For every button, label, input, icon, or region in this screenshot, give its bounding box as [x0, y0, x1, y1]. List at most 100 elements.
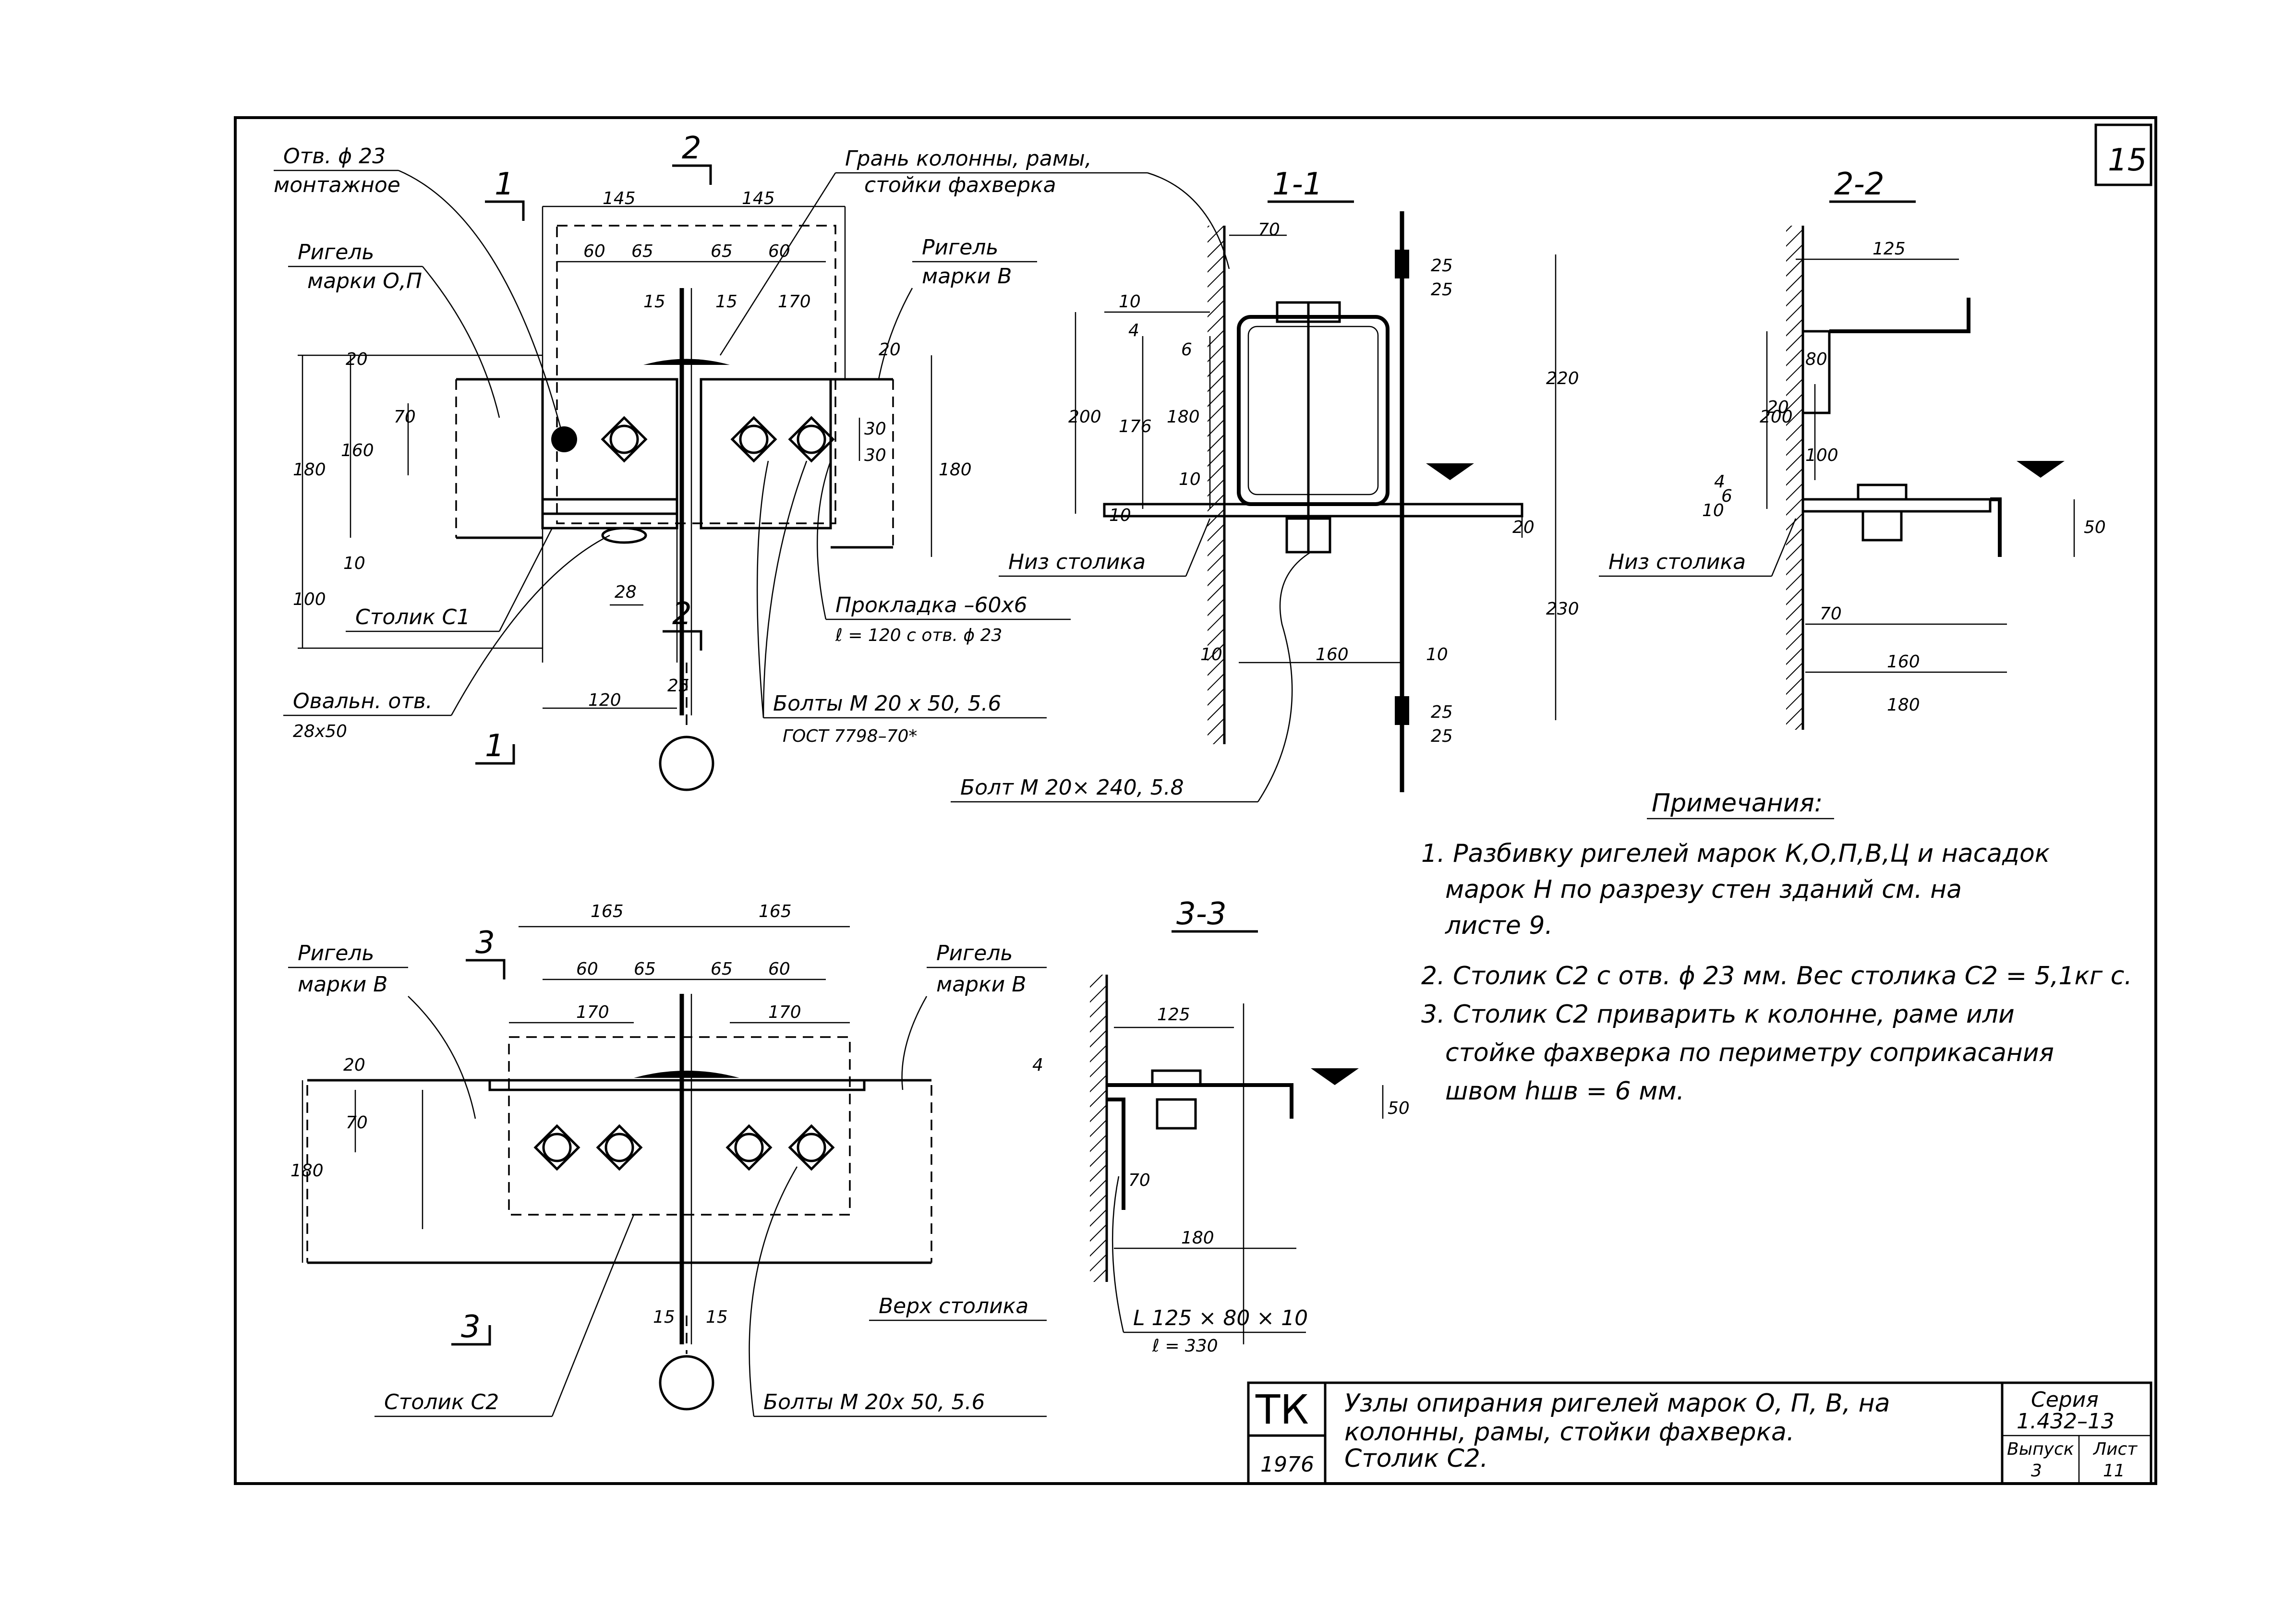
bolt-icon — [596, 1124, 643, 1171]
weld-symbol-icon — [2017, 461, 2065, 478]
bolt-icon — [725, 1124, 773, 1171]
beam-angle — [1803, 330, 1831, 414]
gasket-label: Прокладка –60х6 — [835, 593, 1027, 617]
dim-160: 160 — [341, 441, 374, 460]
oval-hole-size: 28х50 — [293, 722, 347, 741]
dim-4: 4 — [1032, 1055, 1043, 1075]
dim-60: 60 — [576, 959, 598, 979]
dim-28: 28 — [615, 582, 637, 602]
section-label-3-3: 3-3 — [1176, 896, 1227, 932]
bolt-icon — [601, 416, 648, 463]
note-line: 1. Разбивку ригелей марок К,О,П,В,Ц и на… — [1421, 839, 2050, 868]
dim-120: 120 — [588, 690, 621, 710]
dim-160: 160 — [1887, 652, 1920, 672]
dim-170: 170 — [768, 1002, 801, 1022]
tk-logo: ТК — [1255, 1386, 1309, 1433]
bottom-plan-view — [302, 926, 932, 1411]
bolt-icon — [533, 1124, 580, 1171]
issue-value: 3 — [2031, 1461, 2042, 1481]
top-plan-view — [298, 205, 932, 791]
dim-145: 145 — [603, 189, 636, 208]
beam-op-outline — [541, 378, 678, 530]
title-line: Узлы опирания ригелей марок О, П, В, на — [1344, 1389, 1890, 1418]
dim-125: 125 — [1157, 1005, 1190, 1025]
dim-30: 30 — [864, 419, 886, 439]
table-top-label: Верх столика — [879, 1294, 1028, 1318]
note-line: 2. Столик С2 с отв. ϕ 23 мм. Вес столика… — [1421, 962, 2132, 990]
dim-100: 100 — [293, 590, 326, 609]
cut-mark-2: 2 — [682, 131, 701, 166]
weld-symbol-icon — [1426, 463, 1474, 480]
dim-125: 125 — [1873, 239, 1906, 259]
dim-10: 10 — [1426, 645, 1448, 664]
title-line: колонны, рамы, стойки фахверка. — [1344, 1418, 1794, 1447]
section-label-1-1: 1-1 — [1272, 167, 1323, 202]
weld-symbol-icon — [1311, 1068, 1359, 1085]
dim-65: 65 — [711, 959, 733, 979]
dim-180: 180 — [1167, 407, 1200, 427]
cut-mark-1: 1 — [485, 728, 505, 764]
section-2-2 — [1766, 226, 2075, 730]
dim-20: 20 — [1512, 518, 1535, 537]
dim-6: 6 — [1721, 486, 1732, 506]
table-c2-plate — [488, 1079, 866, 1091]
sheet-label: Лист — [2092, 1439, 2138, 1459]
wall-hatch — [1090, 975, 1107, 1282]
dim-50: 50 — [1388, 1099, 1410, 1118]
title-line: Столик С2. — [1344, 1444, 1488, 1473]
beam-op-sub: марки О,П — [307, 269, 422, 293]
column-axis-circle — [659, 736, 714, 791]
year: 1976 — [1260, 1452, 1314, 1477]
wall-hatch — [1786, 226, 1803, 730]
bolt-icon — [788, 416, 835, 463]
dim-70: 70 — [1820, 604, 1842, 624]
beam-profile — [1237, 315, 1390, 506]
series-value: 1.432–13 — [2017, 1409, 2115, 1434]
beam-v-label: Ригель — [922, 235, 998, 260]
dim-15: 15 — [653, 1307, 675, 1327]
bolt-label: Болт М 20× 240, 5.8 — [960, 775, 1184, 800]
sheet-frame — [234, 116, 2157, 1485]
weld-fillet — [643, 359, 730, 365]
beam-v-sub: марки В — [922, 264, 1012, 289]
dim-25: 25 — [1431, 726, 1453, 746]
dim-180: 180 — [293, 460, 326, 480]
dim-145: 145 — [742, 189, 775, 208]
dim-60: 60 — [768, 242, 790, 261]
dim-180: 180 — [290, 1161, 324, 1181]
bolt-nut — [1285, 517, 1331, 554]
leader-line — [398, 169, 563, 433]
dim-4: 4 — [1714, 472, 1725, 492]
dim-65: 65 — [634, 959, 656, 979]
beam-v-sub: марки В — [298, 972, 387, 997]
table-outline-dashed — [556, 225, 836, 524]
note-line: швом hшв = 6 мм. — [1445, 1077, 1684, 1106]
dim-200: 200 — [1068, 407, 1101, 427]
dim-60: 60 — [768, 959, 790, 979]
dim-25: 25 — [667, 676, 689, 696]
dim-60: 60 — [583, 242, 605, 261]
oval-hole-label: Овальн. отв. — [293, 689, 433, 713]
dim-15: 15 — [715, 292, 737, 312]
notes-title: Примечания: — [1652, 789, 1823, 818]
issue-label: Выпуск — [2007, 1439, 2074, 1459]
dim-176: 176 — [1119, 417, 1152, 436]
table-c1-plate — [541, 498, 678, 515]
dim-230: 230 — [1546, 599, 1579, 619]
series-label: Серия — [2031, 1388, 2099, 1412]
beam-v-label: Ригель — [298, 941, 374, 966]
bolts-standard: ГОСТ 7798–70* — [783, 726, 917, 746]
dim-70: 70 — [394, 407, 416, 427]
table-bottom-label: Низ столика — [1608, 550, 1746, 574]
dim-160: 160 — [1316, 645, 1349, 664]
dim-10: 10 — [1200, 645, 1222, 664]
dim-10: 10 — [343, 554, 365, 573]
note-line: листе 9. — [1445, 911, 1553, 940]
title-block — [1247, 1381, 2152, 1485]
page-number: 15 — [2108, 143, 2147, 178]
bolts-label: Болты М 20х 50, 5.6 — [763, 1390, 985, 1414]
dim-10: 10 — [1109, 506, 1131, 525]
dim-10: 10 — [1702, 501, 1724, 520]
cut-mark-2: 2 — [672, 596, 692, 632]
